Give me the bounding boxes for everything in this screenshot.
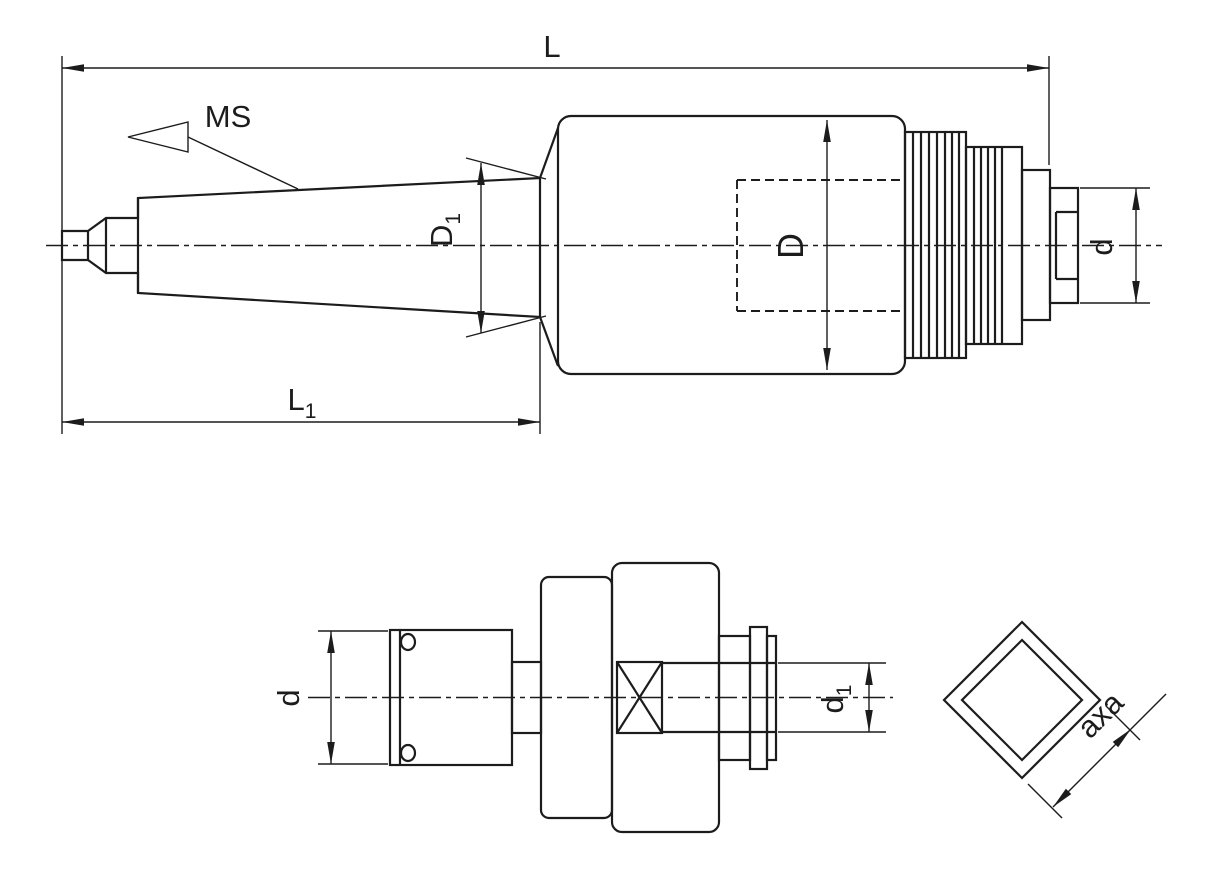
dimension-body-diameter: D: [770, 120, 831, 370]
nose-end: [765, 634, 778, 762]
label-taper-diameter: D1: [424, 213, 465, 247]
extension-line: [1027, 783, 1063, 819]
label-square-size: axa: [1070, 684, 1131, 745]
shank-outline: [60, 176, 542, 319]
label-shank-length: L1: [288, 382, 317, 423]
nose-outline: [1048, 186, 1080, 305]
dimension-nose-diameter: d: [1080, 187, 1150, 304]
square-drive-socket: [615, 660, 664, 735]
dimension-insert-bore-diameter: d1: [778, 662, 886, 733]
dimension-insert-shank-diameter: d: [271, 630, 388, 765]
label-body-diameter: D: [770, 233, 811, 259]
drive-hole-bottom: [399, 743, 417, 763]
label-nose-diameter: d: [1084, 238, 1119, 255]
taper-symbol-icon: [127, 121, 189, 153]
extension-line: [465, 157, 547, 180]
taper-to-body-transition-top: [538, 127, 560, 179]
label-morse-taper: MS: [205, 99, 252, 134]
dimension-overall-length: L: [61, 29, 1050, 434]
clutch-adjustment-rings: [903, 130, 1052, 360]
square-outer: [942, 620, 1102, 780]
dimension-shank-length: L1: [62, 322, 541, 434]
extension-line: [465, 315, 547, 338]
leader-line: [187, 136, 299, 190]
taper-to-body-transition-bottom: [538, 316, 560, 367]
square-detail: axa: [942, 620, 1167, 819]
dimension-line-extension: [1130, 693, 1167, 730]
drive-hole-top: [399, 632, 417, 652]
insert-nose: [662, 625, 778, 771]
square-inner: [960, 638, 1084, 762]
dimension-taper-diameter: D1: [424, 157, 547, 338]
extension-line: [1105, 705, 1141, 741]
drive-nose: [1048, 186, 1080, 305]
label-insert-bore-diameter: d1: [815, 685, 856, 714]
side-view: L L1 D1 D: [46, 29, 1162, 434]
insert-view: d d1: [271, 561, 893, 834]
dimension-line: [1052, 728, 1132, 808]
socket-outline: [615, 660, 664, 735]
morse-taper-shank: [60, 127, 560, 367]
taper-designation-callout: MS: [127, 99, 299, 190]
label-overall-length: L: [543, 29, 560, 64]
hidden-bore-outline: [736, 179, 904, 312]
label-insert-shank-diameter: d: [271, 689, 306, 706]
flange-large: [610, 561, 721, 834]
